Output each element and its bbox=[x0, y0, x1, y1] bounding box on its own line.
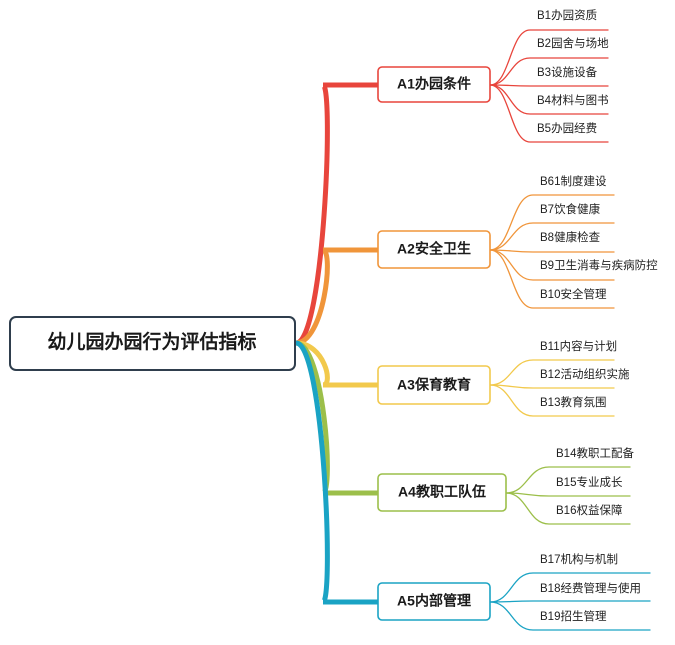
leaf-a4-2[interactable]: B15专业成长 bbox=[556, 475, 623, 489]
leaf-a2-5[interactable]: B10安全管理 bbox=[540, 287, 607, 301]
twig-a1-3 bbox=[489, 84, 609, 87]
branch-a5-label: A5内部管理 bbox=[397, 593, 471, 609]
branch-a2[interactable]: A2安全卫生 bbox=[377, 230, 491, 269]
leaf-a1-1[interactable]: B1办园资质 bbox=[537, 8, 597, 22]
leaf-a1-4[interactable]: B4材料与图书 bbox=[537, 93, 609, 107]
twig-a4-2 bbox=[505, 492, 631, 497]
twig-a4-1 bbox=[505, 466, 631, 494]
twig-a1-2 bbox=[489, 57, 609, 86]
twig-a4-3 bbox=[505, 492, 631, 525]
leaf-connectors bbox=[489, 29, 651, 631]
twig-a5-3 bbox=[489, 601, 651, 631]
leaf-a3-1[interactable]: B11内容与计划 bbox=[540, 339, 617, 353]
leaf-a1-2[interactable]: B2园舍与场地 bbox=[537, 36, 609, 50]
leaf-a2-2[interactable]: B7饮食健康 bbox=[540, 202, 601, 216]
root-node[interactable]: 幼儿园办园行为评估指标 bbox=[9, 316, 296, 371]
branch-a1-label: A1办园条件 bbox=[397, 76, 471, 92]
twig-a3-2 bbox=[489, 384, 615, 389]
branch-a4-label: A4教职工队伍 bbox=[398, 484, 486, 500]
twig-a2-1 bbox=[489, 194, 615, 251]
branch-a2-label: A2安全卫生 bbox=[397, 241, 471, 257]
branch-a4-box bbox=[377, 473, 507, 512]
leaf-a2-3[interactable]: B8健康检查 bbox=[540, 230, 601, 244]
trunk-a2 bbox=[293, 247, 381, 346]
branch-a3-label: A3保育教育 bbox=[397, 377, 471, 393]
branch-a3[interactable]: A3保育教育 bbox=[377, 365, 491, 405]
twig-a2-4 bbox=[489, 249, 615, 281]
twig-a1-4 bbox=[489, 84, 609, 115]
leaf-a5-1[interactable]: B17机构与机制 bbox=[540, 552, 618, 566]
trunk-a5 bbox=[293, 340, 381, 605]
trunk-connectors bbox=[293, 82, 381, 605]
twig-a2-3 bbox=[489, 249, 615, 253]
leaf-a1-5[interactable]: B5办园经费 bbox=[537, 121, 597, 135]
branch-a2-box bbox=[377, 230, 491, 269]
branch-a4[interactable]: A4教职工队伍 bbox=[377, 473, 507, 512]
twig-a2-2 bbox=[489, 222, 615, 251]
branch-a1[interactable]: A1办园条件 bbox=[377, 66, 491, 103]
branch-a5[interactable]: A5内部管理 bbox=[377, 582, 491, 621]
twig-a2-5 bbox=[489, 249, 615, 309]
leaf-a3-2[interactable]: B12活动组织实施 bbox=[540, 367, 630, 381]
twig-a1-5 bbox=[489, 84, 609, 143]
leaf-a2-1[interactable]: B61制度建设 bbox=[540, 174, 607, 188]
branch-a1-box bbox=[377, 66, 491, 103]
leaf-a2-4[interactable]: B9卫生消毒与疾病防控 bbox=[540, 258, 658, 272]
leaf-a1-3[interactable]: B3设施设备 bbox=[537, 65, 598, 79]
leaf-a5-2[interactable]: B18经费管理与使用 bbox=[540, 581, 641, 595]
twig-a3-1 bbox=[489, 359, 615, 386]
twig-a5-1 bbox=[489, 572, 651, 603]
leaf-a4-1[interactable]: B14教职工配备 bbox=[556, 446, 634, 460]
leaf-a3-3[interactable]: B13教育氛围 bbox=[540, 395, 606, 409]
twig-a3-3 bbox=[489, 384, 615, 417]
trunk-a1 bbox=[293, 82, 381, 346]
leaf-a5-3[interactable]: B19招生管理 bbox=[540, 609, 607, 623]
twig-a1-1 bbox=[489, 29, 609, 86]
root-node-label: 幼儿园办园行为评估指标 bbox=[47, 330, 256, 353]
trunk-a3 bbox=[293, 340, 381, 388]
branch-a3-box bbox=[377, 365, 491, 405]
branch-a5-box bbox=[377, 582, 491, 621]
leaf-a4-3[interactable]: B16权益保障 bbox=[556, 503, 622, 517]
twig-a5-2 bbox=[489, 600, 651, 603]
root-node-box bbox=[9, 316, 296, 371]
